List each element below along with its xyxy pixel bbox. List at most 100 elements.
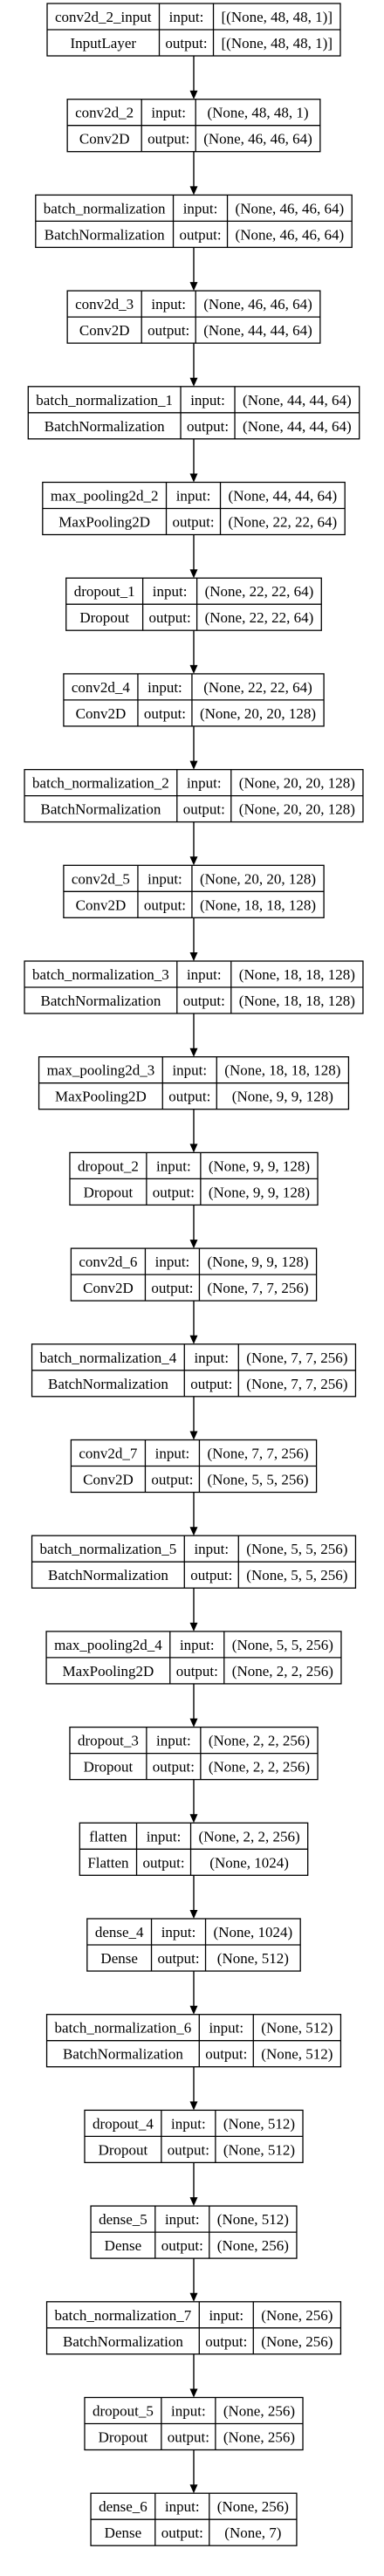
input-label: input: [165,2211,200,2228]
output-label: output: [151,1280,193,1296]
output-shape: (None, 256) [223,2429,295,2446]
input-shape: (None, 256) [217,2498,289,2515]
layer-type: Dropout [79,609,129,626]
output-shape: (None, 2, 2, 256) [209,1759,310,1776]
flow-arrow [189,151,198,196]
output-shape: (None, 18, 18, 128) [239,993,355,1009]
input-shape: (None, 20, 20, 128) [239,775,355,792]
input-label: input: [161,1924,196,1941]
input-label: input: [209,2020,243,2037]
output-shape: (None, 22, 22, 64) [205,609,314,626]
output-shape: (None, 7) [224,2524,281,2541]
output-label: output: [165,35,207,52]
layer-type: MaxPooling2D [58,514,150,531]
output-shape: (None, 20, 20, 128) [239,801,355,818]
layer-name: batch_normalization_7 [55,2307,192,2324]
layer-node: batch_normalization_5BatchNormalizationi… [31,1535,357,1589]
flow-arrow [189,630,198,674]
input-shape: (None, 512) [223,2115,295,2132]
output-label: output: [176,1663,218,1680]
output-label: output: [144,705,186,722]
flow-arrow [189,2258,198,2302]
layer-type: Conv2D [76,705,127,722]
output-label: output: [161,2237,203,2254]
flow-arrow [189,1588,198,1631]
arrow-head [189,473,198,483]
input-shape: (None, 9, 9, 128) [209,1157,310,1174]
input-shape: (None, 20, 20, 128) [200,870,316,887]
flow-arrow [189,1109,198,1153]
arrow-head [189,2197,198,2207]
layer-type: Dense [100,1950,137,1967]
layer-name: conv2d_7 [79,1446,138,1462]
output-shape: (None, 44, 44, 64) [203,322,312,339]
output-shape: (None, 20, 20, 128) [200,705,316,722]
input-shape: (None, 9, 9, 128) [207,1254,308,1270]
input-label: input: [156,1157,191,1174]
input-label: input: [147,870,182,887]
input-shape: (None, 5, 5, 256) [232,1637,333,1653]
layer-name: batch_normalization_2 [32,775,169,792]
output-label: output: [153,1184,195,1200]
input-shape: [(None, 48, 48, 1)] [222,9,333,25]
input-label: input: [194,1541,229,1557]
input-label: input: [187,775,222,792]
layer-type: BatchNormalization [63,2046,183,2063]
layer-name: dropout_3 [78,1733,139,1749]
layer-type: Dropout [99,2141,148,2158]
layer-type: Conv2D [76,896,127,913]
output-shape: (None, 9, 9, 128) [209,1184,310,1200]
output-label: output: [161,2524,203,2541]
arrow-head [189,2005,198,2015]
input-label: input: [153,583,188,600]
arrow-head [189,569,198,579]
arrow-head [189,377,198,387]
output-label: output: [205,2333,247,2350]
input-label: input: [147,679,182,696]
flow-arrow [189,2066,198,2111]
input-label: input: [165,2498,200,2515]
output-label: output: [168,1089,210,1105]
layer-name: batch_normalization [44,200,166,216]
output-label: output: [142,1854,184,1871]
layer-name: dense_6 [99,2498,147,2515]
layer-node: batch_normalization_3BatchNormalizationi… [24,960,364,1014]
layer-type: Dropout [99,2429,148,2446]
output-shape: (None, 5, 5, 256) [207,1472,308,1488]
layer-type: BatchNormalization [45,226,165,243]
arrow-head [189,1527,198,1536]
layer-node: max_pooling2d_2MaxPooling2Dinput:output:… [42,481,346,536]
input-label: input: [151,105,186,121]
input-label: input: [190,392,225,409]
input-shape: (None, 2, 2, 256) [199,1828,300,1844]
flow-arrow [189,56,198,100]
flow-arrow [189,534,198,579]
layer-node: conv2d_2_inputInputLayerinput:output:[(N… [46,3,341,57]
arrow-head [189,664,198,674]
output-label: output: [168,2429,209,2446]
layer-type: Dropout [84,1759,134,1776]
arrow-head [189,2292,198,2302]
layer-name: max_pooling2d_3 [47,1062,155,1079]
arrow-head [189,1048,198,1057]
input-shape: (None, 48, 48, 1) [207,105,308,121]
arrow-head [189,856,198,866]
input-shape: (None, 512) [217,2211,289,2228]
flow-arrow [189,1013,198,1057]
input-shape: (None, 22, 22, 64) [203,679,312,696]
output-label: output: [190,1376,232,1392]
flow-arrow [189,1779,198,1824]
flow-arrow [189,343,198,387]
layer-type: BatchNormalization [45,418,165,435]
flow-arrow [189,725,198,770]
arrow-head [189,1910,198,1919]
arrow-head [189,1335,198,1344]
input-label: input: [180,1637,215,1653]
input-shape: (None, 44, 44, 64) [229,488,338,505]
layer-type: BatchNormalization [48,1567,168,1583]
flow-arrow [189,247,198,292]
flow-arrow [189,1301,198,1344]
